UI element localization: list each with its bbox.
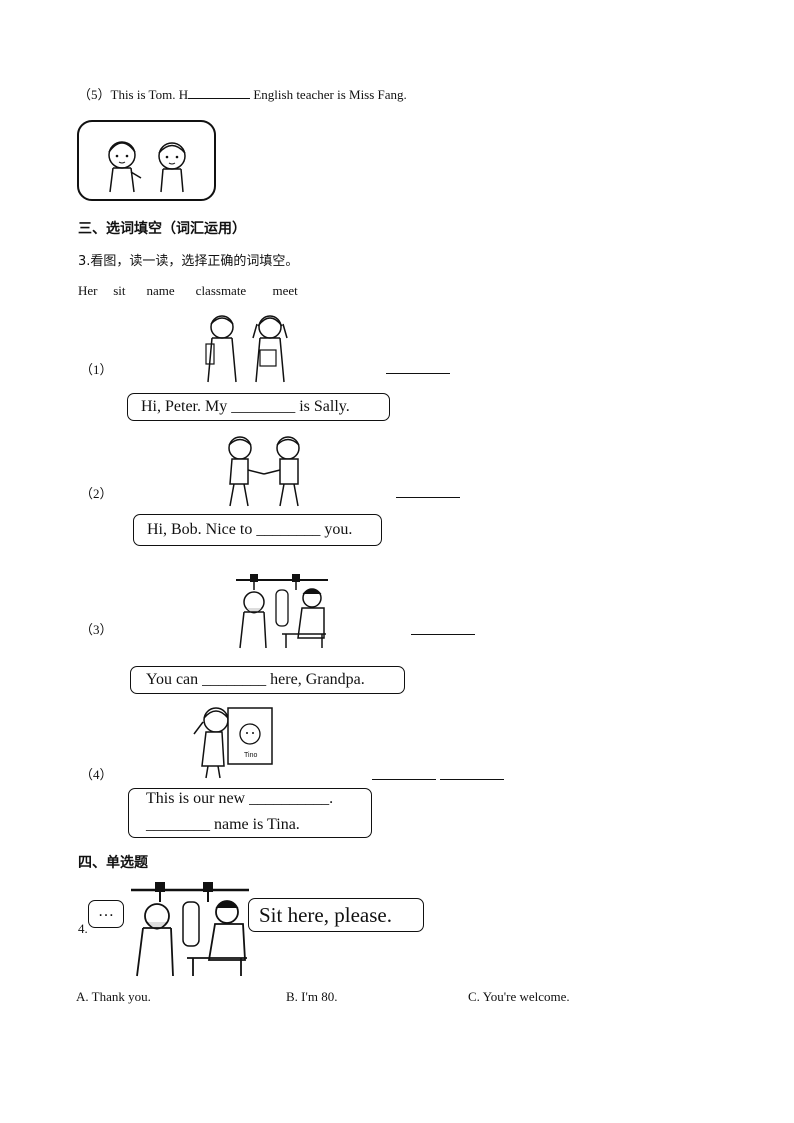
item-1-answer-line[interactable]	[386, 373, 450, 374]
item-4-bubble-line-2: ________ name is Tina.	[146, 816, 300, 833]
item-1-bubble-text: Hi, Peter. My ________ is Sally.	[141, 398, 350, 415]
item-2-handshake-picture	[218, 432, 310, 512]
item-2-speech-bubble: Hi, Bob. Nice to ________ you.	[133, 514, 382, 546]
section-4-title: 四、单选题	[78, 855, 148, 871]
item-3-number: （3）	[80, 622, 113, 637]
item-1-speech-bubble: Hi, Peter. My ________ is Sally.	[127, 393, 390, 421]
poster-label: Tino	[244, 752, 258, 759]
item-3-bubble-text: You can ________ here, Grandpa.	[146, 671, 365, 688]
question-5: （5）This is Tom. H English teacher is Mis…	[78, 84, 407, 103]
section-3-instruction: 3.看图，读一读，选择正确的词填空。	[78, 254, 299, 269]
item-4-answer-line-2[interactable]	[440, 779, 504, 780]
item-2-number: （2）	[80, 486, 113, 501]
item-1-number: （1）	[80, 362, 113, 377]
q4-bus-seat-picture	[127, 880, 253, 978]
option-a[interactable]: A. Thank you.	[76, 989, 151, 1004]
option-c[interactable]: C. You're welcome.	[468, 989, 570, 1004]
item-1-boy-girl-picture	[200, 310, 300, 385]
q5-text-after: English teacher is Miss Fang.	[250, 87, 407, 102]
section-3-title: 三、选词填空（词汇运用）	[78, 221, 246, 237]
item-4-answer-line-1[interactable]	[372, 779, 436, 780]
item-3-answer-line[interactable]	[411, 634, 475, 635]
item-2-bubble-text: Hi, Bob. Nice to ________ you.	[147, 521, 353, 538]
q4-right-bubble-text: Sit here, please.	[259, 903, 392, 927]
item-4-girl-poster-picture: Tino	[190, 704, 276, 780]
item-4-number: （4）	[80, 767, 113, 782]
q5-answer-blank[interactable]	[188, 86, 251, 99]
q4-left-speech-bubble: …	[88, 900, 124, 928]
option-b[interactable]: B. I'm 80.	[286, 989, 338, 1004]
q5-children-picture	[77, 120, 217, 202]
item-4-speech-bubble: This is our new __________. ________ nam…	[128, 788, 372, 838]
q4-left-bubble-text: …	[98, 903, 114, 920]
word-bank: Her sit name classmate meet	[78, 283, 298, 298]
item-3-bus-seat-picture	[232, 572, 332, 650]
item-4-bubble-line-1: This is our new __________.	[146, 790, 334, 807]
question-4-number: 4.	[78, 921, 88, 936]
q5-text-before: （5）This is Tom. H	[78, 87, 189, 102]
q4-right-speech-bubble: Sit here, please.	[248, 898, 424, 932]
item-3-speech-bubble: You can ________ here, Grandpa.	[130, 666, 405, 694]
item-2-answer-line[interactable]	[396, 497, 460, 498]
